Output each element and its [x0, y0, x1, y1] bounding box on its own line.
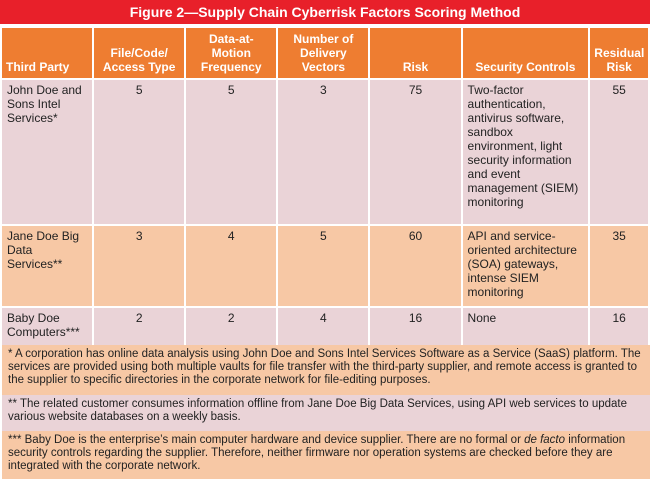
- cell-security-controls: API and service-oriented architecture (S…: [462, 226, 589, 306]
- header-risk: Risk: [370, 28, 461, 78]
- header-security-controls: Security Controls: [462, 28, 589, 78]
- footnote-3: *** Baby Doe is the enterprise’s main co…: [2, 431, 650, 479]
- cell-security-controls: Two-factor authentication, antivirus sof…: [462, 80, 589, 224]
- cell-risk: 60: [370, 226, 461, 306]
- scoring-table: Third Party File/Code/ Access Type Data-…: [0, 26, 650, 347]
- header-delivery-vectors: Number of Delivery Vectors: [278, 28, 369, 78]
- table-row: Baby Doe Computers*** 2 2 4 16 None 16: [2, 308, 648, 345]
- cell-residual-risk: 35: [590, 226, 648, 306]
- footnote-text: Baby Doe is the enterprise’s main comput…: [8, 434, 626, 472]
- cell-file-code-access: 5: [94, 80, 185, 224]
- cell-third-party: Jane Doe Big Data Services**: [2, 226, 93, 306]
- header-third-party: Third Party: [2, 28, 93, 78]
- cell-third-party: Baby Doe Computers***: [2, 308, 93, 345]
- cell-security-controls: None: [462, 308, 589, 345]
- figure-title: Figure 2—Supply Chain Cyberrisk Factors …: [0, 0, 650, 24]
- header-row: Third Party File/Code/ Access Type Data-…: [2, 28, 648, 78]
- cell-file-code-access: 2: [94, 308, 185, 345]
- cell-delivery-vectors: 4: [278, 308, 369, 345]
- cell-residual-risk: 55: [590, 80, 648, 224]
- cell-file-code-access: 3: [94, 226, 185, 306]
- cell-risk: 16: [370, 308, 461, 345]
- header-residual-risk: Residual Risk: [590, 28, 648, 78]
- cell-data-motion: 4: [186, 226, 277, 306]
- cell-risk: 75: [370, 80, 461, 224]
- footnote-mark: *: [8, 348, 13, 360]
- footnote-text: The related customer consumes informatio…: [8, 398, 627, 423]
- cell-third-party: John Doe and Sons Intel Services*: [2, 80, 93, 224]
- cell-delivery-vectors: 3: [278, 80, 369, 224]
- table-row: John Doe and Sons Intel Services* 5 5 3 …: [2, 80, 648, 224]
- footnote-2: ** The related customer consumes informa…: [2, 395, 650, 433]
- cell-delivery-vectors: 5: [278, 226, 369, 306]
- footnote-text: A corporation has online data analysis u…: [8, 348, 641, 386]
- table-row: Jane Doe Big Data Services** 3 4 5 60 AP…: [2, 226, 648, 306]
- cell-data-motion: 5: [186, 80, 277, 224]
- footnote-italic: de facto: [524, 434, 566, 446]
- footnote-1: * A corporation has online data analysis…: [2, 345, 650, 397]
- cell-data-motion: 2: [186, 308, 277, 345]
- footnote-mark: ***: [8, 434, 22, 446]
- header-file-code-access: File/Code/ Access Type: [94, 28, 185, 78]
- header-data-motion: Data-at- Motion Frequency: [186, 28, 277, 78]
- cell-residual-risk: 16: [590, 308, 648, 345]
- footnote-mark: **: [8, 398, 17, 410]
